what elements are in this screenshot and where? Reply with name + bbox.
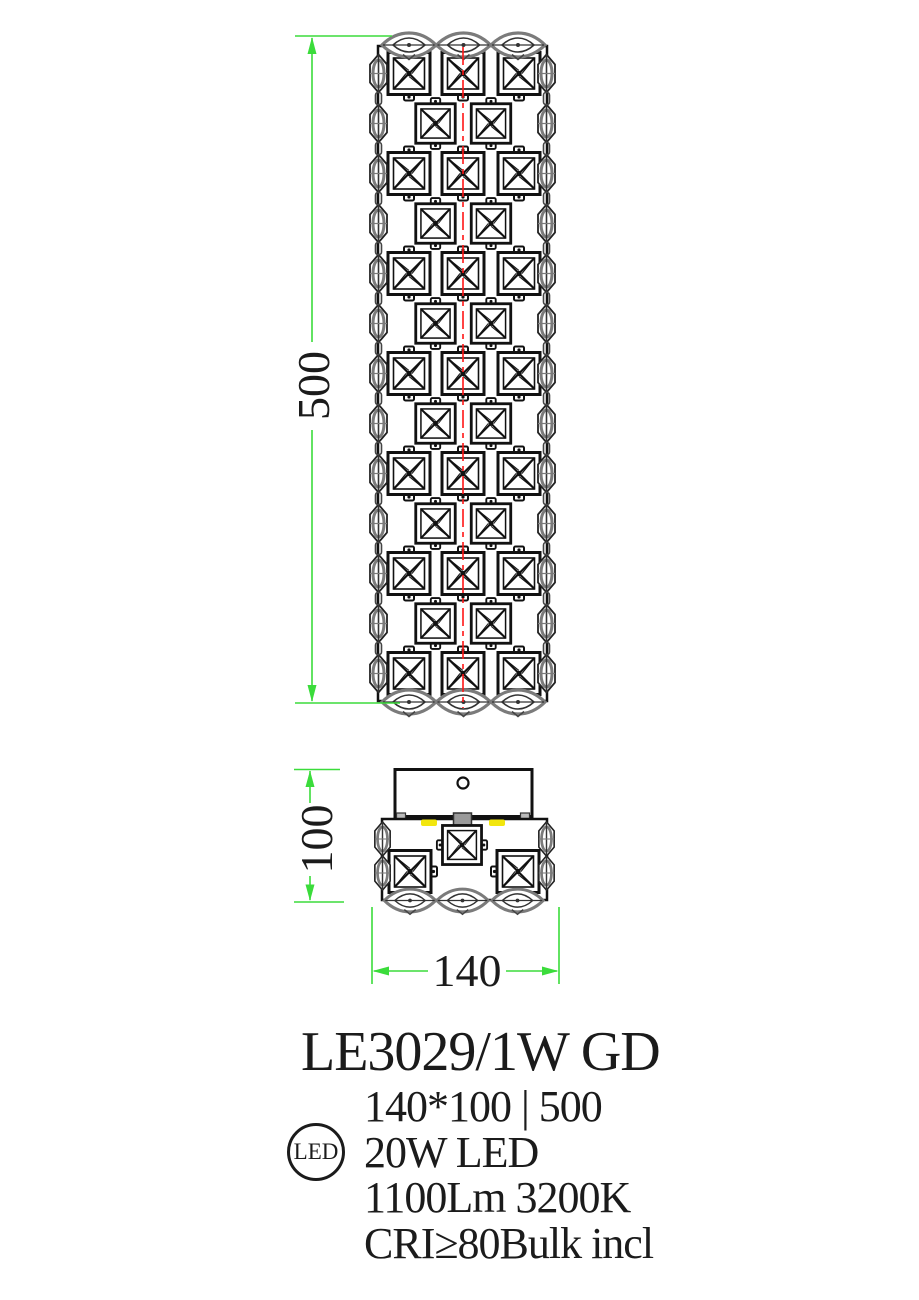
spec-power: 20W LED bbox=[364, 1127, 539, 1177]
bottom-edge-crystal bbox=[490, 887, 545, 916]
side-crystal bbox=[368, 103, 389, 144]
side-crystal bbox=[368, 303, 389, 344]
led-badge: LED bbox=[287, 1123, 345, 1181]
led-strip-right bbox=[489, 819, 505, 826]
side-crystal bbox=[373, 820, 392, 858]
side-crystal bbox=[368, 353, 389, 394]
crystal-square bbox=[386, 145, 432, 202]
crystal-square bbox=[414, 496, 457, 551]
crystal-square bbox=[386, 545, 432, 602]
crystal-square bbox=[469, 96, 513, 151]
crystal-square bbox=[381, 849, 439, 894]
side-crystal bbox=[368, 253, 389, 294]
crystal-square bbox=[469, 596, 513, 651]
dimension-500: 500 bbox=[288, 35, 400, 704]
crystal-square bbox=[386, 445, 432, 502]
crystal-square bbox=[496, 145, 542, 202]
crystal-square bbox=[414, 296, 457, 351]
crystal-square bbox=[469, 296, 513, 351]
side-crystal bbox=[536, 603, 557, 644]
side-crystal bbox=[368, 203, 389, 244]
led-badge-label: LED bbox=[293, 1139, 339, 1164]
side-crystal bbox=[536, 653, 557, 694]
crystal-square bbox=[414, 196, 457, 251]
side-crystal bbox=[373, 854, 392, 892]
crystal-square bbox=[496, 545, 542, 602]
side-crystal bbox=[537, 820, 556, 858]
side-crystal bbox=[368, 153, 389, 194]
model-number: LE3029/1W GD bbox=[301, 1021, 661, 1083]
crystal-square bbox=[435, 824, 489, 866]
spec-size: 140*100 | 500 bbox=[364, 1082, 603, 1131]
spec-lines: 140*100 | 500 20W LED 1100Lm 3200K CRI≥8… bbox=[364, 1082, 654, 1268]
crystal-square bbox=[496, 245, 542, 302]
side-crystal bbox=[536, 503, 557, 544]
mounting-hole bbox=[456, 776, 470, 790]
crystal-square bbox=[386, 245, 432, 302]
crystal-square bbox=[414, 396, 457, 451]
bottom-edge-crystal bbox=[489, 688, 547, 719]
crystal-square bbox=[386, 345, 432, 402]
crystal-square bbox=[469, 496, 513, 551]
bottom-edge-crystal bbox=[382, 887, 438, 916]
crystal-square bbox=[469, 396, 513, 451]
crystal-square bbox=[414, 96, 457, 151]
side-crystal bbox=[536, 103, 557, 144]
bottom-edge-crystal bbox=[435, 887, 490, 916]
side-crystal bbox=[536, 203, 557, 244]
side-crystal bbox=[368, 53, 389, 94]
side-crystal bbox=[368, 403, 389, 444]
side-crystal bbox=[536, 303, 557, 344]
side-crystal bbox=[536, 153, 557, 194]
side-crystal bbox=[368, 453, 389, 494]
front-view-drawing bbox=[368, 31, 557, 719]
side-crystal bbox=[536, 353, 557, 394]
side-crystal bbox=[536, 453, 557, 494]
side-crystal bbox=[536, 53, 557, 94]
depth-dimension-label: 100 bbox=[291, 805, 342, 874]
spec-luminosity: 1100Lm 3200K bbox=[364, 1173, 631, 1222]
led-strip-left bbox=[421, 819, 437, 826]
side-crystal bbox=[368, 503, 389, 544]
side-crystal bbox=[536, 553, 557, 594]
side-crystal bbox=[537, 854, 556, 892]
bottom-edge-crystal bbox=[434, 688, 493, 719]
dimension-100: 100 bbox=[291, 768, 344, 903]
side-crystal bbox=[368, 603, 389, 644]
side-crystal bbox=[536, 403, 557, 444]
width-dimension-label: 140 bbox=[433, 945, 502, 996]
crystal-square bbox=[469, 196, 513, 251]
height-dimension-label: 500 bbox=[288, 351, 339, 420]
crystal-square bbox=[496, 445, 542, 502]
dimension-140: 140 bbox=[371, 907, 560, 996]
crystal-square bbox=[489, 849, 547, 894]
bottom-view-drawing bbox=[373, 768, 556, 916]
side-crystal bbox=[536, 253, 557, 294]
side-crystal bbox=[368, 653, 389, 694]
crystal-square bbox=[496, 345, 542, 402]
spec-cri: CRI≥80Bulk incl bbox=[364, 1218, 654, 1268]
crystal-square bbox=[414, 596, 457, 651]
side-crystal bbox=[368, 553, 389, 594]
